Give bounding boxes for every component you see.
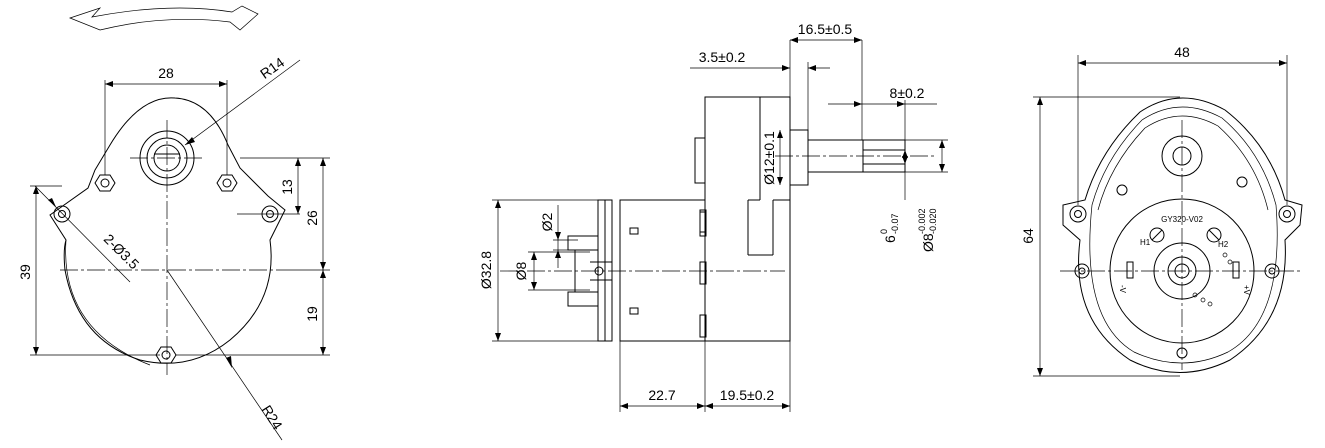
dim-64: 64 bbox=[1020, 228, 1036, 244]
dim-6-lower: -0.07 bbox=[890, 213, 900, 234]
terminal-bottom bbox=[567, 291, 599, 307]
rear-mount-hole-left bbox=[1069, 205, 1087, 223]
dim-28: 28 bbox=[158, 65, 174, 81]
dim-22-7: 22.7 bbox=[648, 387, 675, 403]
side-view: 16.5±0.5 3.5±0.2 8±0.2 Ø12±0.1 6 0 -0.07 bbox=[478, 21, 948, 412]
label-model: GY320-V02 bbox=[1161, 215, 1203, 224]
dim-26: 26 bbox=[304, 210, 320, 226]
label-minus-v: -V bbox=[1118, 285, 1127, 294]
dim-d2: Ø2 bbox=[539, 212, 555, 231]
dim-48: 48 bbox=[1174, 44, 1190, 60]
terminal-top bbox=[567, 235, 599, 251]
rear-mount-hole-right bbox=[1278, 205, 1296, 223]
dim-13: 13 bbox=[279, 179, 295, 195]
dim-6: 6 bbox=[882, 235, 898, 243]
mount-hole-left bbox=[53, 205, 71, 223]
front-view: 28 R14 2-Ø3.5 39 13 26 19 bbox=[17, 5, 330, 441]
dim-d8-upper: -0.002 bbox=[917, 208, 927, 234]
dim-d8: Ø8 bbox=[920, 233, 936, 252]
dim-19-5: 19.5±0.2 bbox=[720, 387, 775, 403]
terminal-minus bbox=[1126, 261, 1134, 279]
label-h2: H2 bbox=[1218, 240, 1229, 249]
rear-view: GY320-V02 H1 H2 -V +V 48 64 bbox=[1020, 44, 1303, 377]
label-h1: H1 bbox=[1140, 238, 1151, 247]
dim-6-upper: 0 bbox=[879, 229, 889, 234]
dim-8: 8±0.2 bbox=[890, 85, 925, 101]
rear-housing-inner bbox=[1089, 106, 1278, 364]
rotation-arrow-icon bbox=[68, 5, 259, 31]
label-plus-v: +V bbox=[1242, 285, 1251, 296]
hall-sensor-h1 bbox=[1149, 227, 1165, 243]
body-arc bbox=[65, 239, 151, 366]
dim-holes: 2-Ø3.5 bbox=[101, 231, 143, 273]
dim-39: 39 bbox=[17, 264, 33, 280]
dim-d8-small: Ø8 bbox=[513, 261, 529, 280]
dim-3-5: 3.5±0.2 bbox=[699, 49, 746, 65]
rear-housing-outer bbox=[1062, 97, 1303, 373]
motor-body bbox=[619, 199, 706, 342]
terminal-plus bbox=[1232, 261, 1240, 279]
dim-19: 19 bbox=[304, 306, 320, 322]
hex-screw-left bbox=[94, 174, 116, 192]
hex-screw-right bbox=[216, 174, 238, 192]
dim-d32-8: Ø32.8 bbox=[478, 251, 494, 289]
shaft-boss bbox=[789, 129, 809, 186]
dim-d12: Ø12±0.1 bbox=[761, 131, 777, 185]
dim-16-5: 16.5±0.5 bbox=[798, 21, 853, 37]
hall-sensor-h2 bbox=[1206, 227, 1222, 243]
dim-r24: R24 bbox=[259, 402, 286, 432]
dim-d8-lower: -0.020 bbox=[928, 208, 938, 234]
dim-r14: R14 bbox=[257, 54, 287, 82]
